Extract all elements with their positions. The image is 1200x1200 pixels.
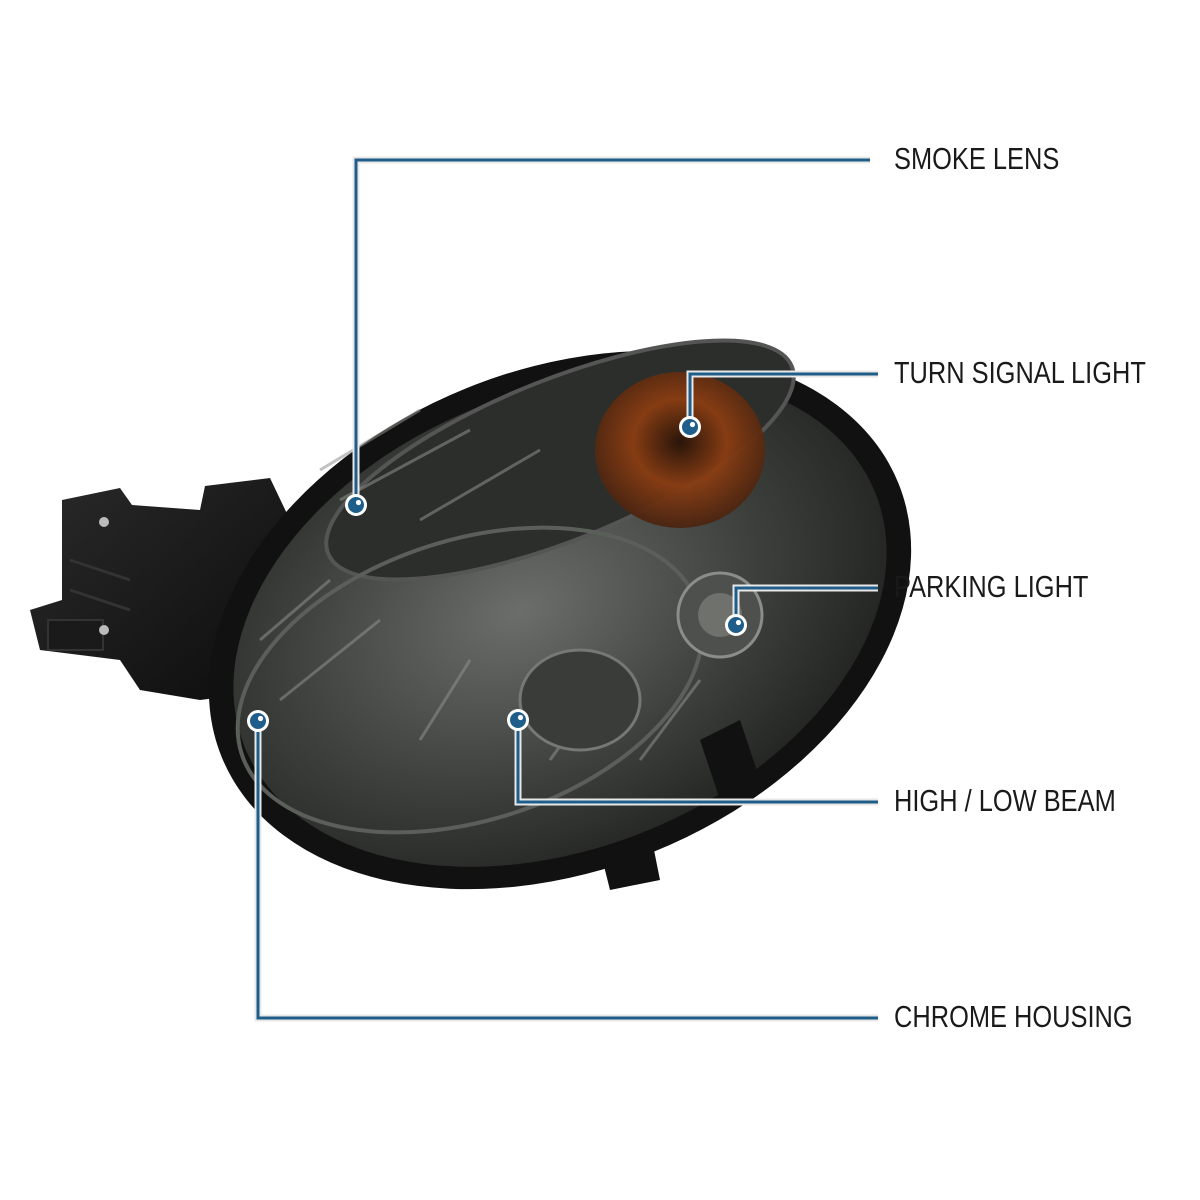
- label-parking-light: PARKING LIGHT: [894, 569, 1089, 604]
- callout-line: [354, 158, 870, 505]
- callout-dot-icon: [510, 712, 526, 728]
- callout-turn-signal-light: [679, 370, 878, 438]
- callout-dot-icon: [682, 419, 698, 435]
- callout-line: [516, 720, 878, 804]
- label-chrome-housing: CHROME HOUSING: [894, 999, 1133, 1034]
- callout-smoke-lens: [345, 156, 870, 516]
- callout-chrome-housing: [247, 710, 878, 1022]
- callout-parking-light: [725, 584, 878, 636]
- label-high-low-beam: HIGH / LOW BEAM: [894, 783, 1116, 818]
- label-turn-signal-light: TURN SIGNAL LIGHT: [894, 355, 1146, 390]
- callout-line: [256, 721, 878, 1020]
- label-smoke-lens: SMOKE LENS: [894, 141, 1060, 176]
- callout-dot-icon: [728, 617, 744, 633]
- callout-dot-icon: [250, 713, 266, 729]
- callout-line: [734, 586, 878, 625]
- callout-line: [688, 372, 878, 427]
- callout-dot-icon: [348, 497, 364, 513]
- callout-high-low-beam: [507, 709, 878, 806]
- amber-reflector: [595, 372, 765, 528]
